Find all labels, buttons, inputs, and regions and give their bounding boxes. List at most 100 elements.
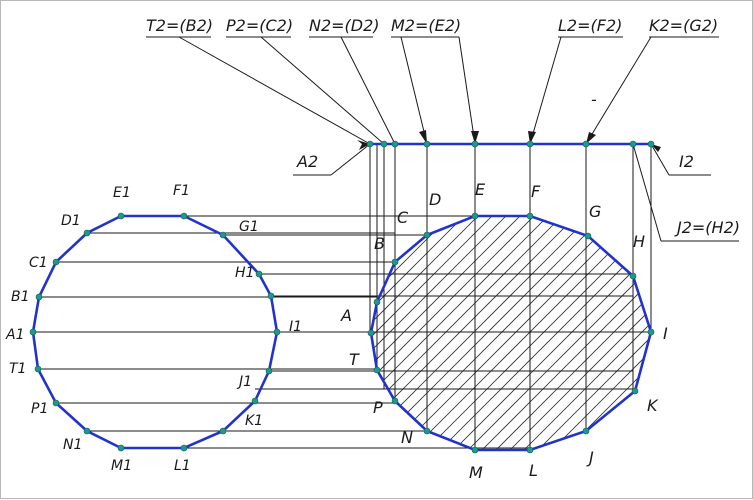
point-m2 — [471, 140, 479, 148]
point-a — [367, 329, 375, 337]
point-n — [423, 427, 431, 435]
hatch-line — [554, 216, 651, 450]
label-m2: M2=(E2) — [391, 16, 461, 35]
label-h1: H1 — [235, 265, 254, 281]
label-a: A — [340, 306, 352, 325]
label-i: I — [663, 324, 668, 343]
point-l1 — [180, 444, 188, 452]
hatch-line — [667, 201, 753, 461]
point-t — [373, 366, 381, 374]
point-b1 — [35, 293, 43, 301]
point-i1 — [273, 328, 281, 336]
hatch-line — [371, 216, 466, 450]
label-a1: A1 — [5, 327, 24, 343]
arrows — [357, 130, 661, 152]
hatch-line — [1, 201, 241, 461]
label-g1: G1 — [239, 219, 259, 235]
label-d: D — [429, 190, 441, 209]
point-p2 — [380, 140, 388, 148]
point-p — [391, 397, 399, 405]
point-f1 — [180, 212, 188, 220]
circle-labels: A1 B1 C1 D1 E1 F1 G1 H1 I1 J1 K1 L1 M1 N… — [5, 183, 302, 474]
hatch-line — [723, 201, 753, 461]
point-a2 — [366, 140, 374, 148]
right-oval — [369, 214, 653, 452]
label-dash: - — [591, 90, 597, 109]
label-k2: K2=(G2) — [649, 16, 718, 35]
hatch-line — [1, 201, 171, 461]
point-e1 — [117, 212, 125, 220]
leader-lines — [146, 36, 739, 333]
point-n1 — [83, 427, 91, 435]
projection-lines-vertical — [369, 144, 652, 389]
label-k1: K1 — [245, 413, 263, 429]
point-e — [471, 212, 479, 220]
hatch-line — [9, 201, 269, 461]
arrow-a2 — [357, 140, 370, 150]
label-j1: J1 — [236, 374, 252, 390]
label-a2: A2 — [296, 152, 318, 171]
point-d1 — [83, 229, 91, 237]
point-p1 — [52, 399, 60, 407]
point-j — [582, 427, 590, 435]
hatch-line — [371, 216, 536, 450]
label-f1: F1 — [173, 183, 190, 199]
label-p1: P1 — [31, 401, 48, 417]
hatch-line — [456, 216, 651, 450]
hatch-line — [442, 216, 651, 450]
hatch-line — [371, 216, 438, 450]
point-k2 — [582, 140, 590, 148]
point-j2 — [629, 140, 637, 148]
hatch-line — [65, 201, 325, 461]
hatch-line — [93, 201, 353, 461]
hatch-line — [371, 216, 578, 450]
label-e1: E1 — [113, 185, 131, 201]
top-labels: T2=(B2) P2=(C2) N2=(D2) M2=(E2) L2=(F2) … — [146, 16, 740, 237]
hatch-line — [371, 216, 452, 450]
hatch-line — [737, 201, 753, 461]
hatch-line — [470, 216, 651, 450]
hatch-line — [653, 201, 753, 461]
point-t1 — [34, 365, 42, 373]
oval-labels: A B C D E F G H I J K L M N P T — [340, 180, 668, 482]
point-a1 — [29, 328, 37, 336]
point-k1 — [219, 427, 227, 435]
label-t: T — [349, 350, 360, 369]
label-c1: C1 — [29, 255, 48, 271]
point-b — [391, 258, 399, 266]
hatch-line — [596, 216, 651, 450]
hatch-line — [371, 216, 522, 450]
label-c: C — [397, 208, 409, 227]
label-p2: P2=(C2) — [226, 16, 293, 35]
hatch-line — [638, 216, 651, 450]
point-f — [526, 212, 534, 220]
point-t2 — [391, 140, 399, 148]
point-g1 — [219, 231, 227, 239]
oval-grid-vertical — [394, 216, 634, 450]
label-f: F — [531, 182, 541, 201]
point-h1b — [267, 292, 275, 300]
point-k1b — [251, 397, 259, 405]
label-k: K — [647, 396, 659, 415]
hatch-line — [484, 216, 651, 450]
label-m1: M1 — [111, 458, 132, 474]
hatch-line — [371, 216, 396, 450]
label-l2: L2=(F2) — [558, 16, 622, 35]
hatch-line — [498, 216, 651, 450]
point-d — [423, 231, 431, 239]
hatch-line — [371, 216, 550, 450]
label-h: H — [633, 232, 645, 251]
point-h1 — [255, 270, 263, 278]
point-l2 — [526, 140, 534, 148]
label-t2: T2=(B2) — [146, 16, 213, 35]
label-i2: I2 — [679, 152, 694, 171]
hatch-line — [695, 201, 753, 461]
label-j2: J2=(H2) — [674, 218, 740, 237]
point-h — [629, 272, 637, 280]
label-i1: I1 — [289, 319, 302, 335]
points — [29, 140, 655, 454]
point-l — [526, 446, 534, 454]
hatch-line — [51, 201, 311, 461]
